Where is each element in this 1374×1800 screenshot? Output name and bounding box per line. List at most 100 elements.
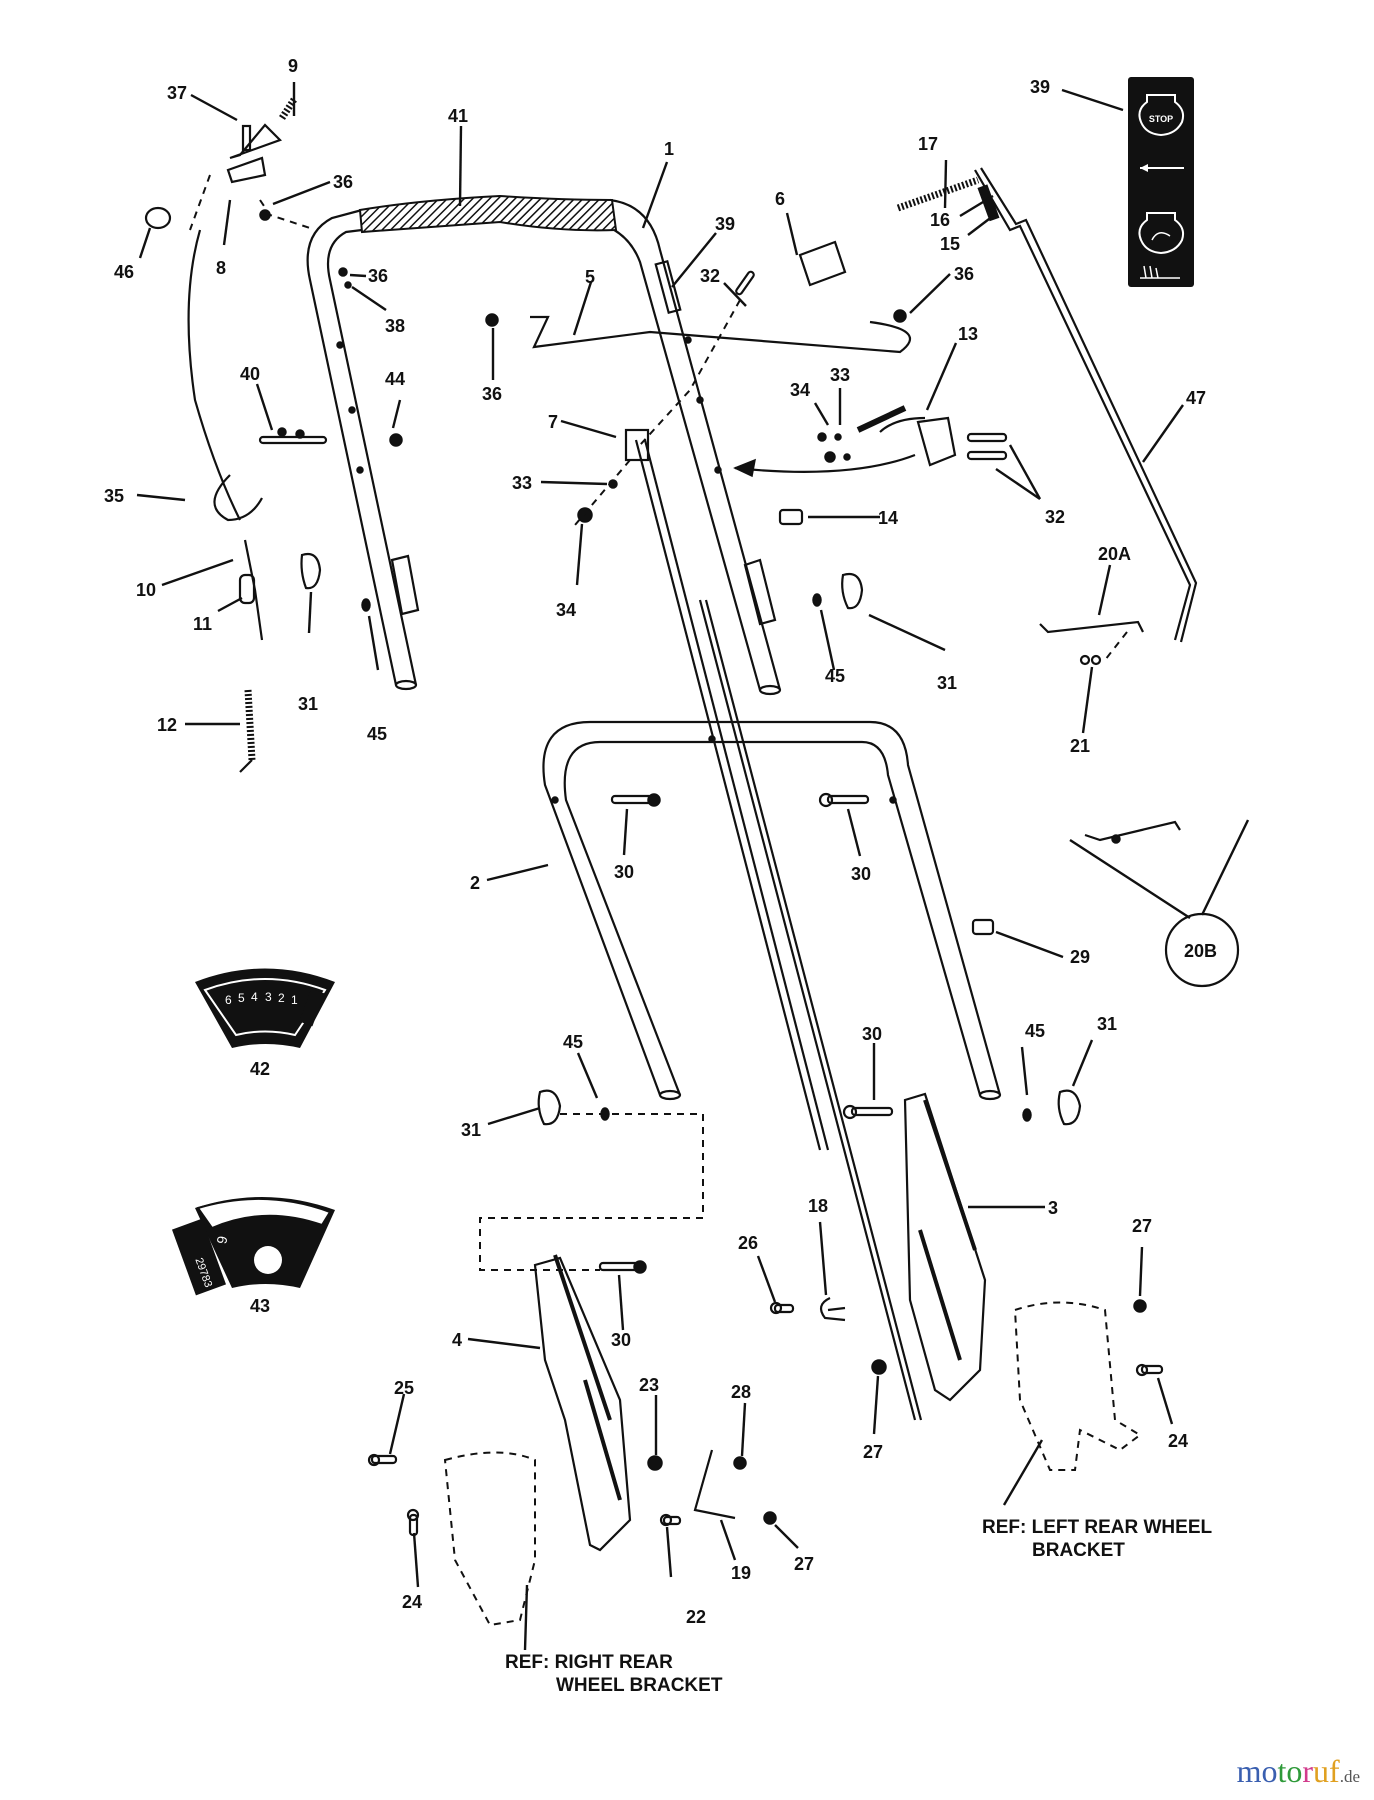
- label-31d: 31: [461, 1120, 481, 1140]
- label-27b: 27: [863, 1442, 883, 1462]
- label-36c: 36: [482, 384, 502, 404]
- decal-42-num-6: 6: [225, 993, 232, 1007]
- clip-18: [819, 1297, 846, 1322]
- bolt-32-top: [735, 270, 755, 296]
- label-35: 35: [104, 486, 124, 506]
- right-rear-wheel-bracket-ref: [443, 1451, 536, 1627]
- label-25: 25: [394, 1378, 414, 1398]
- label-7: 7: [548, 412, 558, 432]
- spring-12: [244, 689, 256, 761]
- decal-42: [195, 968, 335, 1048]
- label-28: 28: [731, 1382, 751, 1402]
- label-34a: 34: [790, 380, 810, 400]
- watermark-letter: o: [1286, 1753, 1303, 1789]
- watermark-letter: r: [1302, 1753, 1314, 1789]
- label-20b: 20B: [1184, 941, 1217, 961]
- label-36b: 36: [368, 266, 388, 286]
- left-rear-wheel-bracket-ref: [1013, 1301, 1142, 1471]
- bracket-4: [533, 1256, 632, 1552]
- decal-42-num-1: 1: [291, 993, 298, 1007]
- label-23: 23: [639, 1375, 659, 1395]
- label-31b: 31: [937, 673, 957, 693]
- decal-42-num-4: 4: [251, 990, 258, 1004]
- control-assembly-13: [733, 405, 1008, 478]
- label-41: 41: [448, 106, 468, 126]
- label-21: 21: [1070, 736, 1090, 756]
- label-26: 26: [738, 1233, 758, 1253]
- label-45a: 45: [367, 724, 387, 744]
- label-24a: 24: [402, 1592, 422, 1612]
- bolt-25: [367, 1453, 398, 1467]
- cable-tie-35: [213, 474, 263, 522]
- label-12: 12: [157, 715, 177, 735]
- knob-31-a: [300, 552, 322, 590]
- label-22: 22: [686, 1607, 706, 1627]
- label-38: 38: [385, 316, 405, 336]
- label-39b: 39: [715, 214, 735, 234]
- label-46: 46: [114, 262, 134, 282]
- callout-labels: 1 2 3 4 5 6 7 8 9 10 11 12 13 14 15 16 1…: [104, 56, 1217, 1627]
- bolt-30-a: [610, 793, 661, 807]
- label-37: 37: [167, 83, 187, 103]
- watermark-letter: u: [1313, 1753, 1330, 1789]
- bolt-30-c: [842, 1104, 894, 1120]
- label-19: 19: [731, 1563, 751, 1583]
- ref-right-rear-line1: REF: RIGHT REAR: [505, 1652, 673, 1673]
- ref-right-rear-line2: WHEEL BRACKET: [556, 1675, 723, 1696]
- knob-31-d: [1057, 1089, 1082, 1126]
- reference-labels: REF: RIGHT REAR WHEEL BRACKET REF: LEFT …: [505, 1517, 1212, 1696]
- nut-28: [733, 1456, 747, 1470]
- label-45c: 45: [563, 1032, 583, 1052]
- label-30c: 30: [862, 1024, 882, 1044]
- bolt-24-a: [406, 1508, 420, 1537]
- washer-38: [344, 281, 352, 289]
- bolt-24-b: [1135, 1363, 1164, 1377]
- label-5: 5: [585, 267, 595, 287]
- label-2: 2: [470, 873, 480, 893]
- label-17: 17: [918, 134, 938, 154]
- decal-42-num-5: 5: [238, 991, 245, 1005]
- watermark-letter: o: [1261, 1753, 1278, 1789]
- nut-36-a: [338, 267, 348, 277]
- label-32a: 32: [700, 266, 720, 286]
- nut-34: [577, 507, 593, 523]
- bracket-19: [693, 1449, 736, 1520]
- label-31c: 31: [1097, 1014, 1117, 1034]
- label-14: 14: [878, 508, 898, 528]
- fitting-21: [1079, 654, 1102, 666]
- bolt-26: [769, 1301, 795, 1315]
- label-20a: 20A: [1098, 544, 1131, 564]
- clip-46: [144, 206, 172, 230]
- label-42: 42: [250, 1059, 270, 1079]
- motoruf-watermark: motoruf.de: [1237, 1753, 1360, 1790]
- washer-45-a: [361, 598, 371, 612]
- label-16: 16: [930, 210, 950, 230]
- washer-45-d: [1022, 1108, 1032, 1122]
- bolt-22: [659, 1513, 682, 1527]
- label-32b: 32: [1045, 507, 1065, 527]
- label-27a: 27: [1132, 1216, 1152, 1236]
- label-34b: 34: [556, 600, 576, 620]
- bolt-30-d: [598, 1260, 647, 1274]
- label-30d: 30: [611, 1330, 631, 1350]
- watermark-letter: f: [1329, 1753, 1340, 1789]
- bracket-6: [798, 240, 847, 287]
- decal-42-num-3: 3: [265, 990, 272, 1004]
- label-8: 8: [216, 258, 226, 278]
- label-33a: 33: [830, 365, 850, 385]
- nut-36-c: [893, 309, 907, 323]
- label-30a: 30: [614, 862, 634, 882]
- ref-left-rear-line2: BRACKET: [1032, 1540, 1125, 1561]
- ref-left-rear-line1: REF: LEFT REAR WHEEL: [982, 1517, 1212, 1538]
- decal-42-num-2: 2: [278, 991, 285, 1005]
- label-13: 13: [958, 324, 978, 344]
- label-40: 40: [240, 364, 260, 384]
- label-9: 9: [288, 56, 298, 76]
- label-44: 44: [385, 369, 405, 389]
- nut-27-c: [763, 1511, 777, 1525]
- label-39a: 39: [1030, 77, 1050, 97]
- spring-17: [896, 176, 980, 212]
- decal-43: 29783 6: [171, 1196, 335, 1296]
- sleeve-15: [977, 184, 1000, 222]
- label-10: 10: [136, 580, 156, 600]
